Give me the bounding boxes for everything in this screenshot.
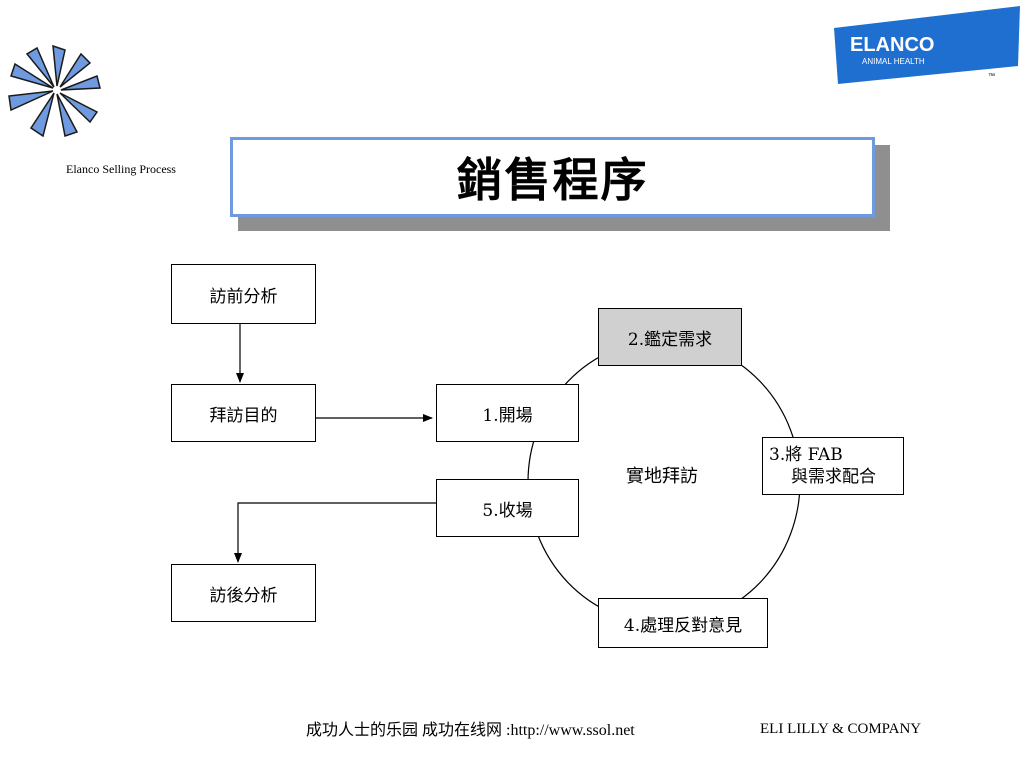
- arrow-closing-to-post: [234, 502, 436, 563]
- post-visit-analysis-box: 訪後分析: [171, 564, 316, 622]
- title-banner: 銷售程序: [230, 137, 875, 217]
- footer-company: ELI LILLY & COMPANY: [760, 721, 922, 737]
- elanco-logo: ELANCO ANIMAL HEALTH ™: [834, 6, 1020, 84]
- brand-trademark: ™: [988, 73, 995, 80]
- footer-site: 成功人士的乐园 成功在线网 :http://www.ssol.net: [306, 722, 635, 739]
- step-fab-line1: 3.將 FAB: [769, 445, 843, 465]
- pre-visit-analysis-box: 訪前分析: [171, 264, 316, 324]
- step-identify-needs-box: 2.鑑定需求: [598, 308, 742, 366]
- step-objections-box: 4.處理反對意見: [598, 598, 768, 648]
- starburst-logo: [8, 44, 101, 138]
- step-fab-box: 3.將 FAB 與需求配合: [762, 437, 904, 495]
- page-title: 銷售程序: [456, 153, 649, 207]
- step-closing-box: 5.收場: [436, 479, 579, 537]
- brand-name: ELANCO: [850, 34, 934, 56]
- step-fab-line2: 與需求配合: [791, 467, 876, 487]
- step-opening-box: 1.開場: [436, 384, 579, 442]
- process-subtitle: Elanco Selling Process: [66, 162, 176, 176]
- field-visit-label: 實地拜訪: [626, 466, 698, 487]
- visit-purpose-box: 拜訪目的: [171, 384, 316, 442]
- brand-tagline: ANIMAL HEALTH: [862, 57, 925, 66]
